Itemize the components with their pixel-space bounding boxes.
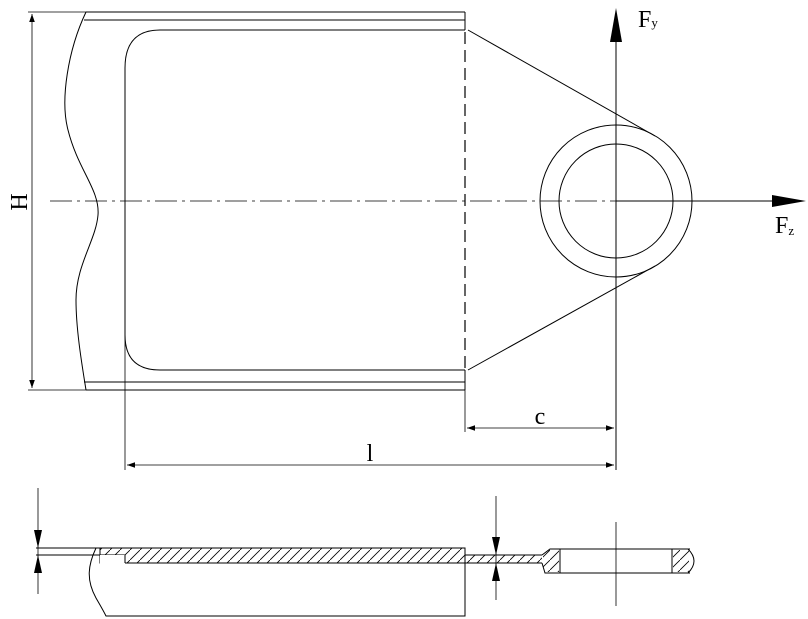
thickness-arrow-right-top <box>492 537 500 555</box>
eye-section-left-hatch <box>543 550 559 572</box>
eye-section-right-hatch <box>673 550 689 572</box>
thickness-arrow-left-top <box>34 530 42 548</box>
break-line-left <box>64 11 99 391</box>
lower-plate <box>88 547 466 617</box>
thickness-arrow-right-bottom <box>492 563 500 581</box>
hatched-section <box>99 547 466 564</box>
fz-arrow-head <box>772 195 806 207</box>
lug-taper-top <box>467 29 656 137</box>
eye-section-right <box>671 548 695 574</box>
fy-arrow-head <box>610 8 622 42</box>
hatched-mask-left <box>100 555 125 564</box>
inner-cutout <box>124 29 465 371</box>
top-view: H c l Fy Fz <box>7 7 806 470</box>
label-c: c <box>535 404 546 430</box>
tang-hatch <box>465 555 542 563</box>
label-fy: Fy <box>638 7 658 33</box>
section-view <box>34 488 695 617</box>
label-h: H <box>7 193 33 210</box>
thickness-arrow-left-bottom <box>34 555 42 573</box>
label-fy-sub: y <box>651 15 658 30</box>
label-fz-sub: z <box>788 223 794 238</box>
label-fy-main: F <box>638 7 651 33</box>
label-fz: Fz <box>775 213 794 239</box>
label-fz-main: F <box>775 213 788 239</box>
label-l: l <box>367 441 374 467</box>
lug-taper-bottom <box>467 265 656 371</box>
